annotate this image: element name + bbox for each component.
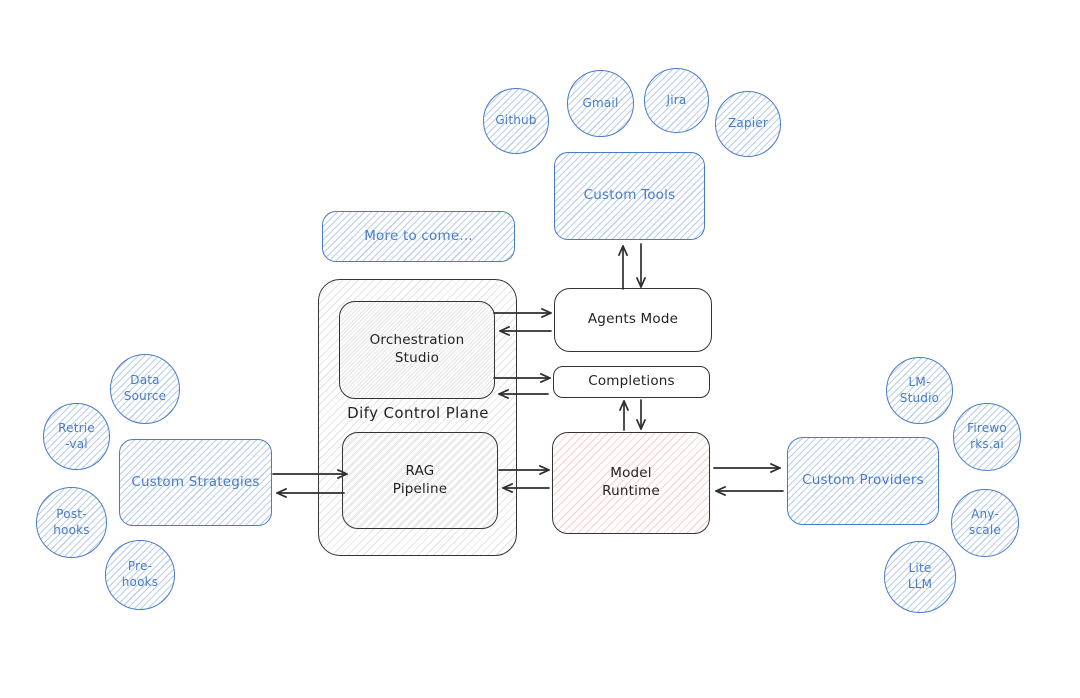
lite-llm-label: Lite LLM [907, 561, 933, 591]
node-model-runtime[interactable]: Model Runtime [552, 432, 710, 534]
pre-hooks-label: Pre- hooks [121, 559, 159, 589]
node-retrieval[interactable]: Retrie -val [43, 403, 110, 470]
model-runtime-label: Model Runtime [602, 465, 660, 499]
arrow-completions-to-model-runtime[interactable] [636, 399, 646, 430]
arrow-agents-mode-to-custom-tools[interactable] [618, 245, 628, 290]
jira-label: Jira [666, 92, 687, 107]
more-to-come-label: More to come... [364, 227, 473, 244]
node-gmail[interactable]: Gmail [567, 70, 634, 137]
gmail-label: Gmail [582, 95, 619, 110]
node-completions[interactable]: Completions [553, 366, 710, 398]
node-custom-tools[interactable]: Custom Tools [554, 152, 705, 240]
node-jira[interactable]: Jira [644, 68, 709, 133]
data-source-label: Data Source [123, 373, 167, 403]
node-more-to-come[interactable]: More to come... [322, 211, 515, 262]
custom-providers-label: Custom Providers [802, 472, 924, 489]
arrow-custom-providers-to-model-runtime[interactable] [715, 486, 784, 496]
node-lm-studio[interactable]: LM- Studio [886, 357, 953, 424]
rag-pipeline-label: RAG Pipeline [392, 462, 448, 497]
github-label: Github [495, 113, 537, 128]
node-orchestration-studio[interactable]: Orchestration Studio [339, 301, 495, 399]
node-fireworks[interactable]: Firewo rks.ai [953, 403, 1021, 471]
arrow-model-runtime-to-completions[interactable] [619, 400, 629, 431]
arrow-model-runtime-to-custom-providers[interactable] [713, 463, 781, 473]
dify-control-plane-label: Dify Control Plane [347, 404, 489, 422]
lm-studio-label: LM- Studio [899, 374, 940, 405]
orchestration-studio-label: Orchestration Studio [369, 332, 465, 366]
any-scale-label: Any- scale [969, 507, 1001, 537]
post-hooks-label: Post- hooks [53, 506, 90, 537]
arrow-custom-tools-to-agents-mode[interactable] [636, 243, 646, 288]
node-data-source[interactable]: Data Source [110, 354, 180, 424]
zapier-label: Zapier [727, 116, 769, 131]
node-custom-strategies[interactable]: Custom Strategies [119, 439, 272, 526]
node-any-scale[interactable]: Any- scale [951, 489, 1019, 557]
node-agents-mode[interactable]: Agents Mode [554, 288, 712, 352]
node-rag-pipeline[interactable]: RAG Pipeline [342, 432, 498, 529]
node-dify-control-plane[interactable] [318, 279, 517, 556]
node-pre-hooks[interactable]: Pre- hooks [105, 540, 175, 610]
custom-strategies-label: Custom Strategies [131, 473, 260, 490]
node-zapier[interactable]: Zapier [715, 91, 781, 157]
retrieval-label: Retrie -val [58, 420, 95, 451]
node-lite-llm[interactable]: Lite LLM [884, 541, 956, 613]
node-github[interactable]: Github [483, 88, 549, 154]
fireworks-label: Firewo rks.ai [967, 421, 1007, 451]
agents-mode-label: Agents Mode [587, 311, 679, 328]
node-post-hooks[interactable]: Post- hooks [36, 487, 107, 558]
completions-label: Completions [588, 373, 675, 390]
custom-tools-label: Custom Tools [583, 187, 676, 204]
node-custom-providers[interactable]: Custom Providers [787, 437, 939, 525]
